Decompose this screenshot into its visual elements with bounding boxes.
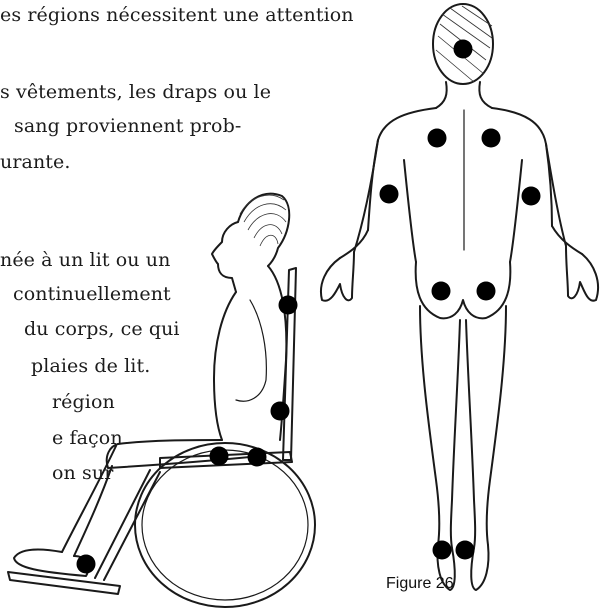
marker-buttock-front: [210, 447, 229, 466]
standing-right-hand: [566, 246, 598, 301]
marker-left-heel: [433, 541, 452, 560]
standing-left-leg: [420, 306, 439, 545]
figure-caption: Figure 26: [386, 575, 454, 593]
seated-hair: [240, 195, 286, 246]
seated-head: [212, 222, 238, 292]
standing-figure: [321, 4, 598, 590]
marker-left-elbow: [380, 185, 399, 204]
wheelchair-footplate: [8, 572, 120, 594]
marker-buttock-back: [248, 448, 267, 467]
standing-right-leg: [487, 306, 506, 545]
standing-torso: [368, 108, 552, 230]
marker-heel: [77, 555, 96, 574]
marker-head: [454, 40, 473, 59]
marker-lower-back: [271, 402, 290, 421]
standing-left-hand: [321, 252, 354, 301]
marker-right-shoulder-blade: [482, 129, 501, 148]
seated-arm: [236, 300, 266, 401]
standing-left-arm: [340, 140, 378, 258]
marker-left-buttock: [432, 282, 451, 301]
marker-upper-back: [279, 296, 298, 315]
seated-lower-leg: [62, 446, 116, 556]
wheelchair-figure: [8, 194, 315, 607]
marker-right-heel: [456, 541, 475, 560]
marker-left-shoulder-blade: [428, 129, 447, 148]
marker-right-buttock: [477, 282, 496, 301]
standing-hips: [416, 262, 511, 318]
marker-right-elbow: [522, 187, 541, 206]
